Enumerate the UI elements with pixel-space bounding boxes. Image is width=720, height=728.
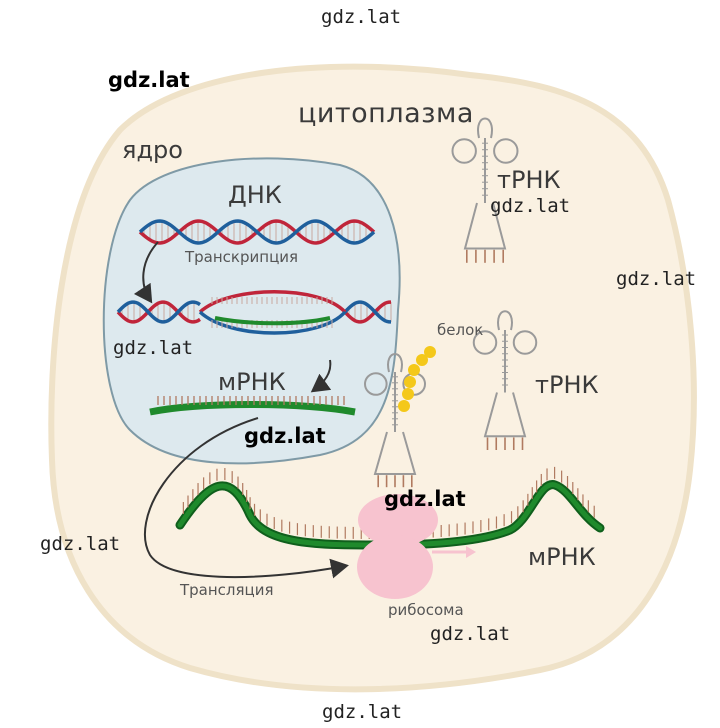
protein-chain xyxy=(398,346,436,412)
watermark: gdz.lat xyxy=(113,337,194,359)
ribosome xyxy=(357,494,476,599)
watermark: gdz.lat xyxy=(40,533,121,555)
watermark: gdz.lat xyxy=(321,6,402,28)
watermark-bold: gdz.lat xyxy=(384,487,466,511)
dna-transcription-bubble xyxy=(116,290,392,335)
translation-label: Трансляция xyxy=(180,581,274,599)
trna-right xyxy=(472,310,538,450)
trna-top xyxy=(451,117,519,263)
watermark: gdz.lat xyxy=(322,701,403,723)
mrna-export-arrow xyxy=(310,359,332,393)
trna-right-label: тРНК xyxy=(535,371,599,399)
nucleus-label: ядро xyxy=(122,136,183,164)
dna-helix xyxy=(138,219,376,245)
watermark-bold: gdz.lat xyxy=(244,424,326,448)
dna-label: ДНК xyxy=(228,181,282,209)
watermark: gdz.lat xyxy=(430,623,511,645)
protein-label: белок xyxy=(437,321,484,339)
mrna-cytoplasm-label: мРНК xyxy=(528,543,596,571)
transcription-label: Транскрипция xyxy=(185,248,299,266)
watermark: gdz.lat xyxy=(616,268,697,290)
trna-top-label: тРНК xyxy=(497,166,561,194)
mrna-strand-nucleus xyxy=(149,396,356,416)
transcription-arrow xyxy=(133,241,159,304)
mrna-nucleus-label: мРНК xyxy=(218,368,286,396)
cytoplasm-label: цитоплазма xyxy=(298,98,474,129)
watermark: gdz.lat xyxy=(490,195,571,217)
ribosome-label: рибосома xyxy=(388,601,464,619)
translation-arrow xyxy=(144,417,349,579)
watermark-bold: gdz.lat xyxy=(108,68,190,92)
